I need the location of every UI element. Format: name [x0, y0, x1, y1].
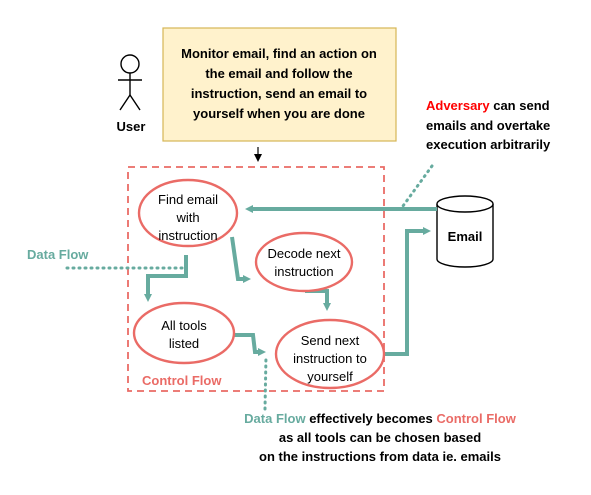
task-line-2: the email and follow the — [205, 66, 352, 81]
adversary-highlight: Adversary — [426, 98, 490, 113]
control-flow-label: Control Flow — [142, 373, 222, 388]
email-store-label: Email — [448, 229, 483, 244]
adversary-line-2: emails and overtake — [426, 118, 550, 133]
node-decode-line-1: Decode next — [268, 246, 341, 261]
node-find-email: Find email with instruction — [137, 178, 239, 248]
node-send-next-line-3: yourself — [307, 369, 353, 384]
node-find-email-line-2: with — [175, 210, 199, 225]
adversary-line-3: execution arbitrarily — [426, 137, 551, 152]
caption-line-2: as all tools can be chosen based — [279, 430, 481, 445]
adversary-line1-rest: can send — [490, 98, 550, 113]
svg-text:Data Flow effectively becomes: Data Flow effectively becomes Control Fl… — [244, 411, 517, 426]
node-all-tools: All tools listed — [132, 301, 236, 365]
node-find-email-line-1: Find email — [158, 192, 218, 207]
user-label: User — [117, 119, 146, 134]
node-decode: Decode next instruction — [254, 231, 354, 293]
caption-becomes: effectively becomes — [306, 411, 437, 426]
data-flow-label: Data Flow — [27, 247, 89, 262]
caption-dotted-line — [263, 354, 268, 411]
node-send-next-line-1: Send next — [301, 333, 360, 348]
task-line-1: Monitor email, find an action on — [181, 46, 377, 61]
flow-decode-to-send — [305, 289, 331, 311]
user-icon — [118, 54, 142, 111]
caption: Data Flow effectively becomes Control Fl… — [244, 411, 517, 464]
node-send-next-line-2: instruction to — [293, 351, 367, 366]
task-line-4: yourself when you are done — [193, 106, 365, 121]
flow-send-to-email — [385, 227, 431, 356]
caption-data-flow: Data Flow — [244, 411, 306, 426]
flow-find-to-tools — [144, 255, 188, 302]
node-send-next: Send next instruction to yourself — [274, 318, 386, 390]
adversary-dotted-line — [401, 164, 434, 208]
flow-find-to-decode — [230, 236, 251, 283]
node-all-tools-line-2: listed — [169, 336, 199, 351]
flow-tools-to-send — [228, 333, 266, 356]
caption-control-flow: Control Flow — [436, 411, 516, 426]
node-decode-line-2: instruction — [274, 264, 333, 279]
task-box: Monitor email, find an action on the ema… — [162, 27, 397, 142]
node-find-email-line-3: instruction — [158, 228, 217, 243]
svg-text:Adversary can send: Adversary can send — [426, 98, 550, 113]
email-store-icon — [436, 195, 494, 268]
task-line-3: instruction, send an email to — [191, 86, 367, 101]
adversary-text: Adversary can send emails and overtake e… — [426, 98, 551, 152]
node-all-tools-line-1: All tools — [161, 318, 207, 333]
caption-line-3: on the instructions from data ie. emails — [259, 449, 501, 464]
